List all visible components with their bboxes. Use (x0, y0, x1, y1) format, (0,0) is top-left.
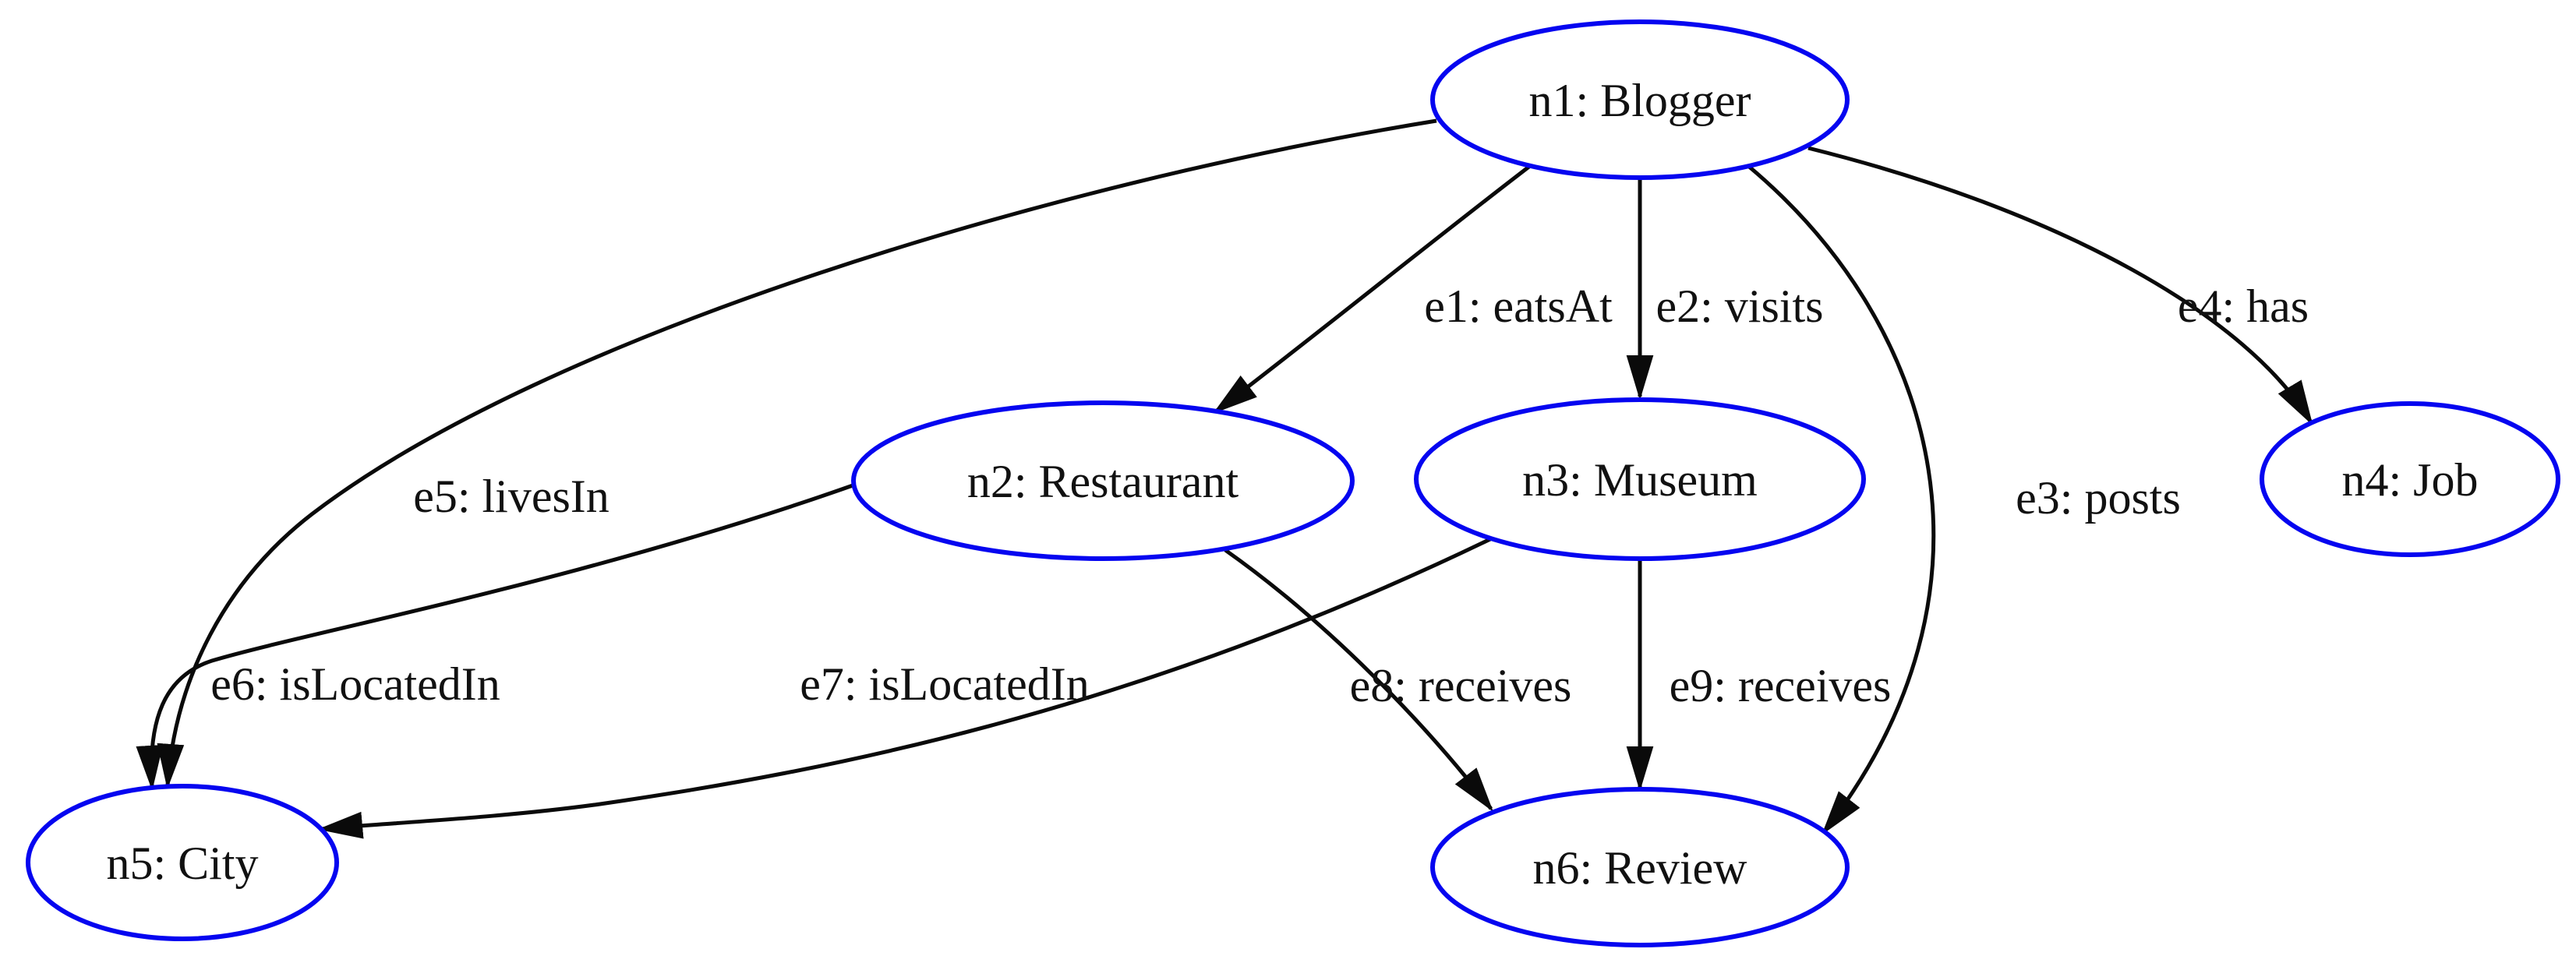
graph-edge-label-e8: e8: receives (1350, 660, 1572, 711)
graph-edge-label-e6: e6: isLocatedIn (210, 658, 500, 710)
graph-edge-label-e7: e7: isLocatedIn (800, 658, 1090, 710)
graph-node-n4: n4: Job (2260, 401, 2560, 557)
graph-edge-e5 (157, 118, 1437, 789)
graph-node-ellipse-n6 (1430, 787, 1850, 947)
graph-node-ellipse-n4 (2260, 401, 2560, 557)
graph-node-ellipse-n2 (851, 400, 1355, 561)
graph-edge-e1 (1213, 164, 1532, 414)
graph-edge-label-e5: e5: livesIn (413, 471, 610, 522)
graph-node-n3: n3: Museum (1414, 397, 1866, 561)
graph-edge-label-e9: e9: receives (1670, 660, 1892, 711)
graph-node-label-n1: n1: Blogger (1529, 75, 1751, 126)
graph-edge-e7 (317, 537, 1492, 839)
graph-node-n6: n6: Review (1430, 787, 1850, 947)
graph-edge-label-e4: e4: has (2178, 280, 2309, 332)
graph-nodes: n1: Blogger n2: Restaurant n3: Museum n4: J… (26, 19, 2560, 947)
graph-edge-e8 (1224, 548, 1493, 812)
graph-node-label-n2: n2: Restaurant (967, 456, 1239, 507)
graph-edge-e4 (1807, 146, 2313, 426)
graph-node-ellipse-n3 (1414, 397, 1866, 561)
graph-node-label-n3: n3: Museum (1522, 454, 1758, 506)
graph-edge-label-e3: e3: posts (2016, 472, 2181, 524)
graph-node-label-n5: n5: City (106, 838, 258, 889)
graph-node-n5: n5: City (26, 784, 339, 941)
graph-edge-e6 (136, 482, 856, 791)
graph-node-label-n4: n4: Job (2341, 454, 2478, 506)
graph-edges (136, 118, 2313, 839)
graph-edge-label-e2: e2: visits (1655, 280, 1823, 332)
graph-node-label-n6: n6: Review (1533, 842, 1748, 894)
graph-node-n2: n2: Restaurant (851, 400, 1355, 561)
graph-edge-e3 (1747, 164, 1936, 835)
graph-node-ellipse-n5 (26, 784, 339, 941)
graph-edge-label-e1: e1: eatsAt (1424, 280, 1613, 332)
graph-node-ellipse-n1 (1430, 19, 1850, 180)
graph-edge-labels: e1: eatsAt e2: visits e3: posts e4: has e5: … (210, 280, 2309, 711)
graph-node-n1: n1: Blogger (1430, 19, 1850, 180)
